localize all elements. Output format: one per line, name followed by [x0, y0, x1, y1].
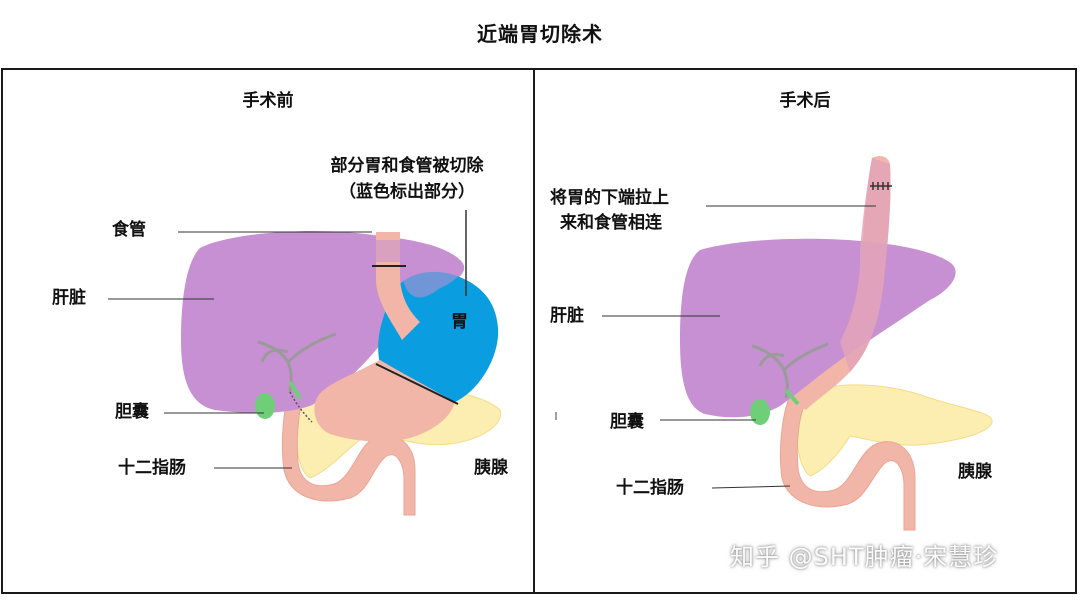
label-gallbladder-before: 胆囊 — [115, 402, 149, 422]
anastomosis-stitches — [870, 182, 892, 190]
label-gallbladder-after: 胆囊 — [610, 412, 644, 432]
liver-after — [680, 238, 956, 418]
label-duodenum-before: 十二指肠 — [118, 458, 186, 478]
label-connect-line1: 将胃的下端拉上 — [550, 188, 669, 208]
panel-title-after: 手术后 — [779, 91, 831, 111]
panel-after-surgery: 手术后 — [533, 68, 1077, 594]
watermark: 知乎 @SHT肿瘤·宋慧珍 — [730, 543, 999, 571]
label-duodenum-after: 十二指肠 — [616, 478, 684, 498]
label-pancreas-after: 胰腺 — [958, 462, 992, 482]
gallbladder-after — [750, 399, 770, 425]
label-removed-line2: （蓝色标出部分） — [339, 182, 475, 202]
label-liver-after: 肝脏 — [550, 306, 584, 326]
pancreas-after — [795, 384, 993, 477]
duodenum-after — [780, 391, 916, 531]
label-pancreas-before: 胰腺 — [474, 458, 508, 478]
label-connect-line2: 来和食管相连 — [560, 213, 662, 233]
panel-title-before: 手术前 — [242, 91, 294, 111]
label-liver-before: 肝脏 — [52, 288, 86, 308]
label-stomach: 胃 — [451, 312, 468, 332]
gallbladder-before — [255, 393, 275, 419]
label-esophagus: 食管 — [112, 220, 146, 240]
label-removed-line1: 部分胃和食管被切除 — [330, 156, 484, 176]
page-title: 近端胃切除术 — [477, 22, 603, 46]
stomach-remaining — [314, 360, 455, 442]
cut-line-bottom — [375, 363, 459, 405]
stomach-removed-part — [378, 271, 499, 405]
